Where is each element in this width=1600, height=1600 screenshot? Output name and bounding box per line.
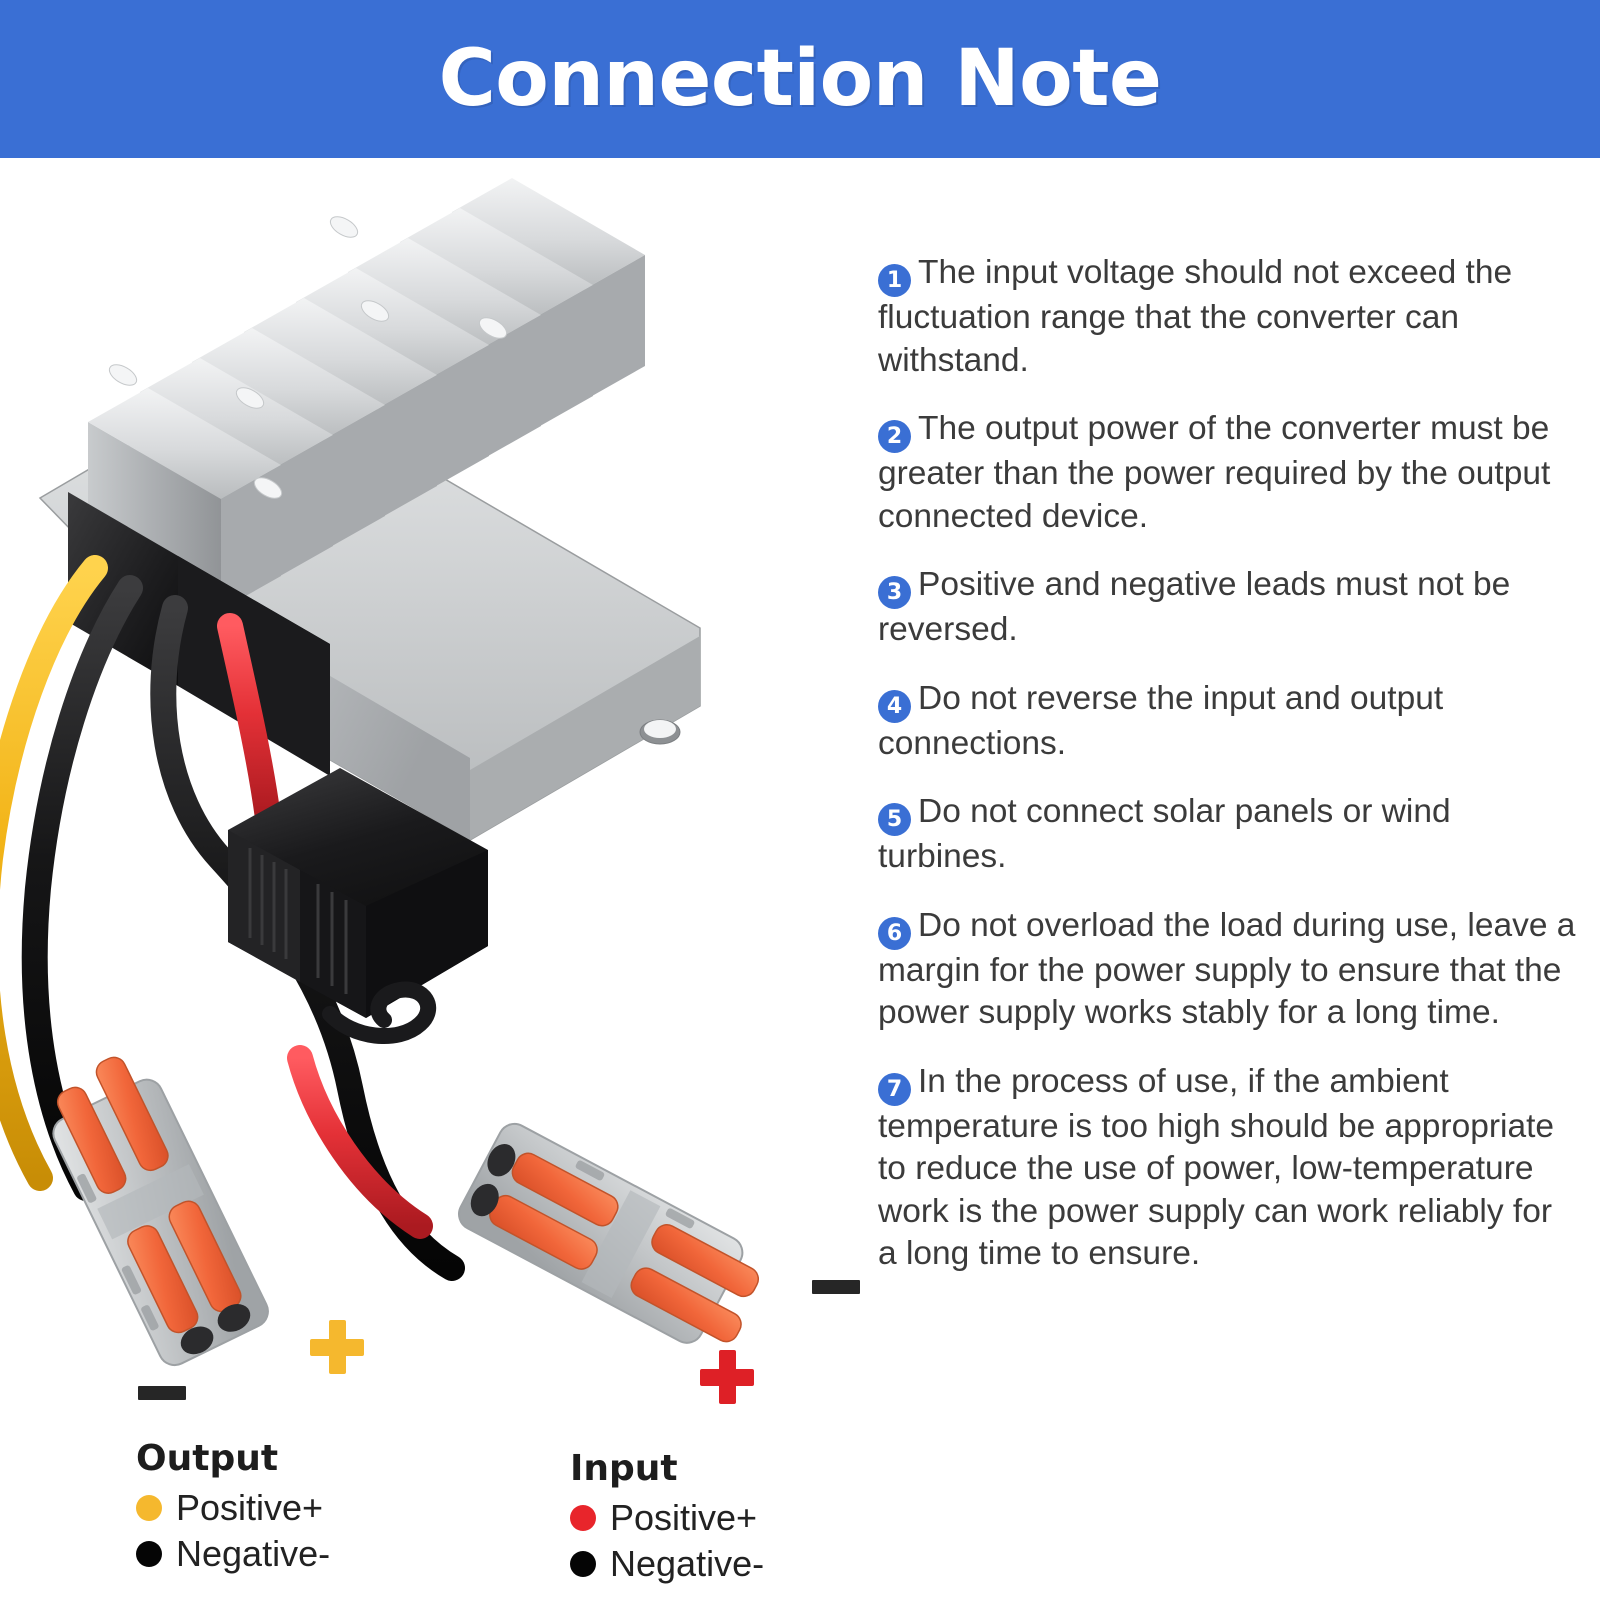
output-legend-title: Output (136, 1438, 279, 1479)
output-positive-dot-icon (136, 1495, 162, 1521)
note-text: The output power of the converter must b… (878, 410, 1551, 535)
note-number-badge: 5 (878, 803, 911, 837)
note-number-badge: 7 (878, 1072, 911, 1106)
input-lever-connector (458, 1122, 760, 1344)
input-positive-dot-icon (570, 1505, 596, 1531)
input-positive-label: Positive+ (610, 1497, 758, 1538)
output-lever-connector (52, 1056, 269, 1367)
output-negative-symbol (138, 1386, 186, 1400)
output-positive-label: Positive+ (176, 1487, 324, 1528)
page-title: Connection Note (438, 34, 1162, 124)
note-text: Do not reverse the input and output conn… (878, 679, 1444, 762)
note-number-badge: 4 (878, 689, 911, 723)
input-positive-symbol (700, 1350, 754, 1404)
input-positive-wire-path-2 (287, 1045, 433, 1239)
input-legend: Input Positive+ Negative- (570, 1448, 764, 1589)
output-legend-negative-row: Negative- (136, 1533, 330, 1575)
input-legend-title: Input (570, 1448, 678, 1489)
note-text: Do not connect solar panels or wind turb… (878, 793, 1451, 876)
note-text: Do not overload the load during use, lea… (878, 906, 1576, 1032)
note-text: The input voltage should not exceed the … (878, 254, 1513, 379)
output-negative-dot-icon (136, 1541, 162, 1567)
note-number-badge: 2 (878, 420, 911, 454)
input-negative-label: Negative- (610, 1543, 765, 1584)
output-legend: Output Positive+ Negative- (136, 1438, 330, 1579)
note-number-badge: 6 (878, 916, 911, 950)
output-positive-symbol (310, 1320, 364, 1374)
output-negative-label: Negative- (176, 1533, 331, 1574)
output-positive-wire-path (0, 555, 108, 1191)
note-number-badge: 1 (878, 264, 911, 297)
converter-heatsink-body (38, 178, 701, 841)
page-header: Connection Note (0, 0, 1600, 158)
output-legend-positive-row: Positive+ (136, 1487, 330, 1529)
input-legend-positive-row: Positive+ (570, 1497, 764, 1539)
inline-blade-fuse-holder (228, 768, 488, 1044)
note-text: Positive and negative leads must not be … (878, 566, 1511, 649)
input-negative-symbol (812, 1280, 860, 1294)
note-text: In the process of use, if the ambient te… (878, 1062, 1555, 1273)
input-positive-wire-path (217, 613, 281, 831)
input-negative-dot-icon (570, 1551, 596, 1577)
product-illustration (0, 158, 878, 1448)
input-legend-negative-row: Negative- (570, 1543, 764, 1585)
note-number-badge: 3 (878, 576, 911, 610)
output-negative-wire-path (21, 575, 143, 1201)
